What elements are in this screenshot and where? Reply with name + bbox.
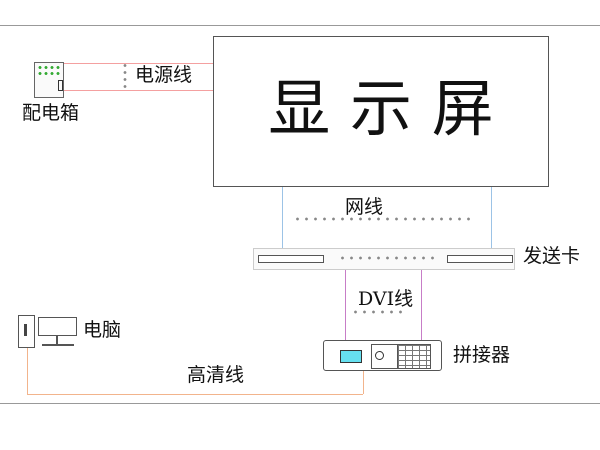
sender-card-label: 发送卡 xyxy=(523,245,581,267)
network-cable-label: 网线 xyxy=(345,196,384,218)
hd-cable-label: 高清线 xyxy=(187,364,245,386)
sender-card-device xyxy=(258,255,324,263)
hd-cable-line xyxy=(27,394,363,395)
monitor-icon xyxy=(38,317,77,336)
display-label: 显 示 屏 xyxy=(268,72,494,145)
power-cable-dots xyxy=(123,62,127,90)
network-cable-dots xyxy=(293,217,473,221)
computer-label: 电脑 xyxy=(83,319,122,341)
splicer-label: 拼接器 xyxy=(453,344,511,366)
network-cable-line xyxy=(282,187,283,248)
network-cable-line xyxy=(491,187,492,248)
power-cable-label: 电源线 xyxy=(135,64,193,86)
splicer-device-icon xyxy=(323,340,442,371)
hd-cable-line xyxy=(363,371,364,394)
display-screen xyxy=(213,36,549,187)
pc-tower-icon xyxy=(18,315,35,348)
dvi-cable-dots xyxy=(351,310,407,314)
bottom-border xyxy=(0,403,600,404)
top-border xyxy=(0,25,600,26)
dvi-cable-label: DVI线 xyxy=(358,288,414,310)
power-cable-line xyxy=(64,90,213,91)
power-box-label: 配电箱 xyxy=(22,102,80,124)
sender-card-dots xyxy=(338,256,438,260)
power-box-icon xyxy=(34,62,64,98)
hd-cable-line xyxy=(27,348,28,394)
dvi-cable-line xyxy=(421,270,422,340)
sender-card-device xyxy=(447,255,513,263)
dvi-cable-line xyxy=(345,270,346,340)
power-cable-line xyxy=(64,63,213,64)
monitor-base xyxy=(42,344,74,346)
monitor-stand xyxy=(56,336,58,344)
